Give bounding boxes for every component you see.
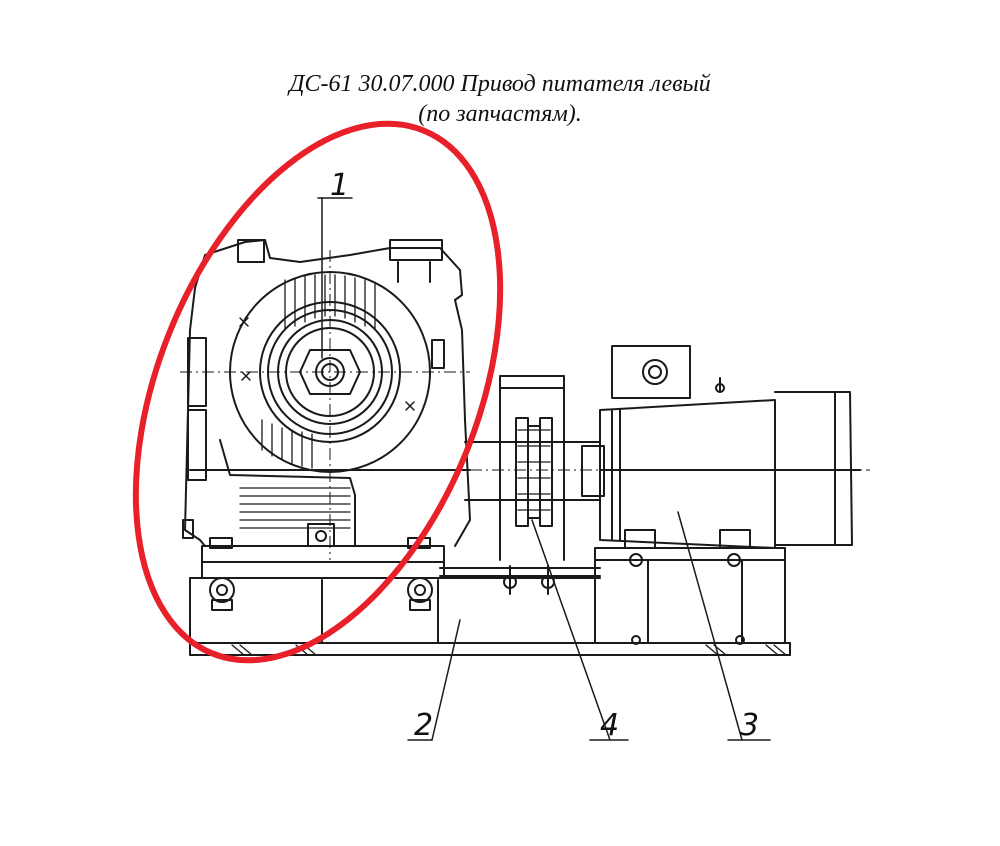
electric-motor bbox=[581, 345, 861, 645]
coupling bbox=[464, 375, 601, 595]
highlight-ellipse bbox=[132, 120, 504, 664]
gear-reducer bbox=[182, 239, 471, 611]
callout-2: 2 bbox=[414, 708, 433, 743]
drawing-title-line-1: ДС-61 30.07.000 Привод питателя левый bbox=[289, 71, 711, 97]
callout-1: 1 bbox=[330, 168, 349, 203]
drawing-title-line-2: (по запчастям). bbox=[418, 101, 582, 127]
base-frame bbox=[189, 547, 791, 656]
callout-3: 3 bbox=[740, 708, 759, 743]
callout-4: 4 bbox=[600, 708, 619, 743]
center-lines bbox=[180, 250, 870, 560]
leader-lines bbox=[317, 197, 771, 741]
